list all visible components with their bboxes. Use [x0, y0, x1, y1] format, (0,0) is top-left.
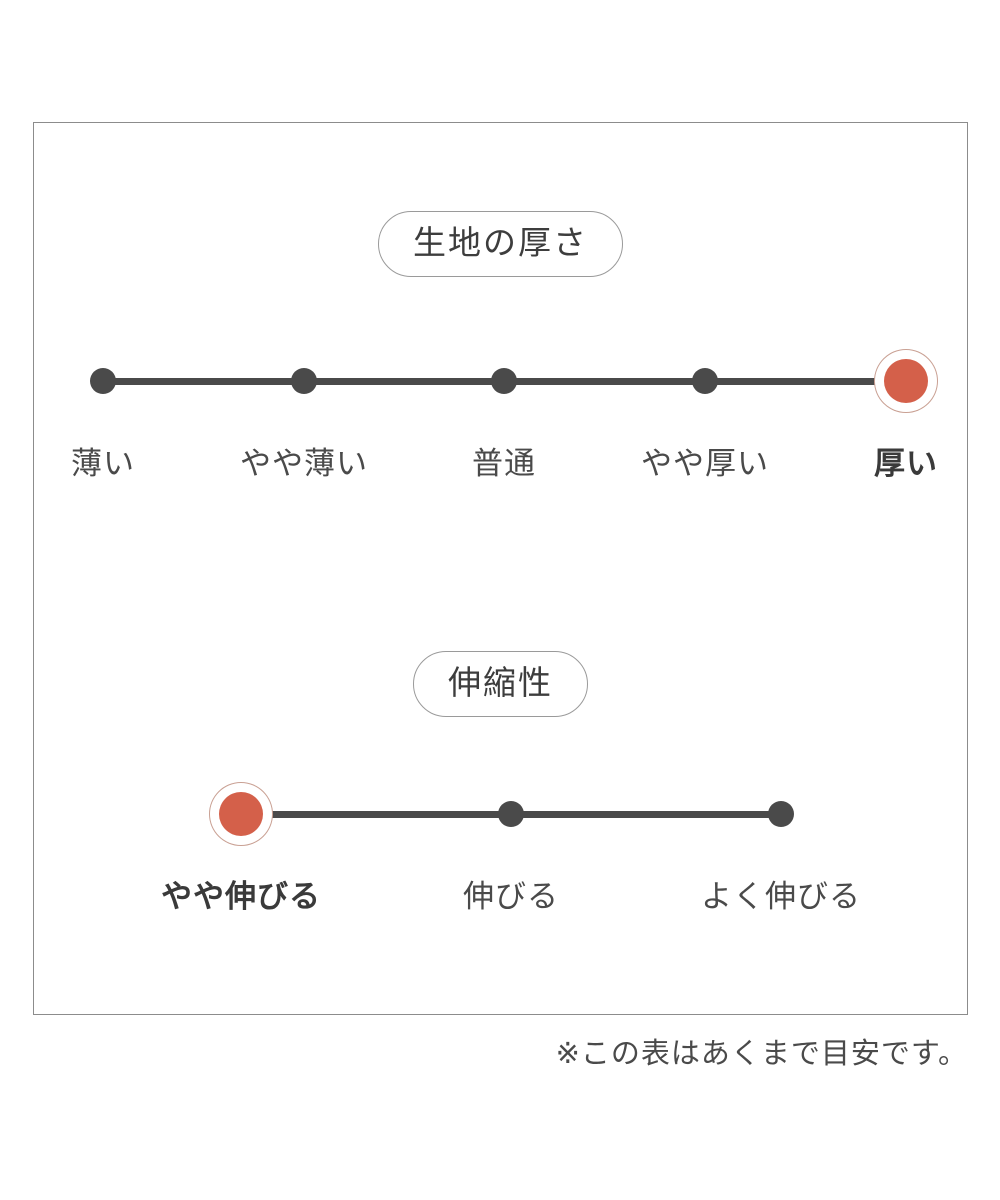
section-stretch-heading-wrap: 伸縮性 — [34, 651, 967, 717]
stretch-node-1[interactable] — [498, 801, 524, 827]
section-thickness-heading-wrap: 生地の厚さ — [34, 211, 967, 277]
thickness-label-2: 普通 — [472, 446, 536, 481]
chart-footnote: ※この表はあくまで目安です。 — [555, 1038, 968, 1070]
section-stretch-heading: 伸縮性 — [413, 651, 588, 717]
stretch-label-2: よく伸びる — [701, 879, 861, 914]
section-thickness-heading: 生地の厚さ — [378, 211, 623, 277]
fabric-spec-card: 生地の厚さ 薄い やや薄い 普通 やや厚い 厚い 伸縮性 やや伸びる 伸びる よ… — [33, 122, 968, 1015]
thickness-label-1: やや薄い — [240, 446, 368, 481]
stretch-label-0-selected: やや伸びる — [161, 879, 321, 914]
thickness-label-4-selected: 厚い — [874, 446, 938, 481]
thickness-node-3[interactable] — [692, 368, 718, 394]
thickness-node-4-selected[interactable] — [884, 359, 928, 403]
thickness-node-1[interactable] — [291, 368, 317, 394]
stretch-node-0-selected[interactable] — [219, 792, 263, 836]
stretch-node-2[interactable] — [768, 801, 794, 827]
thickness-node-2[interactable] — [491, 368, 517, 394]
stretch-label-1: 伸びる — [463, 879, 559, 914]
stretch-scale: やや伸びる 伸びる よく伸びる — [34, 123, 967, 1014]
thickness-label-0: 薄い — [71, 446, 135, 481]
thickness-node-0[interactable] — [90, 368, 116, 394]
thickness-label-3: やや厚い — [641, 446, 769, 481]
thickness-scale: 薄い やや薄い 普通 やや厚い 厚い — [34, 123, 967, 1014]
